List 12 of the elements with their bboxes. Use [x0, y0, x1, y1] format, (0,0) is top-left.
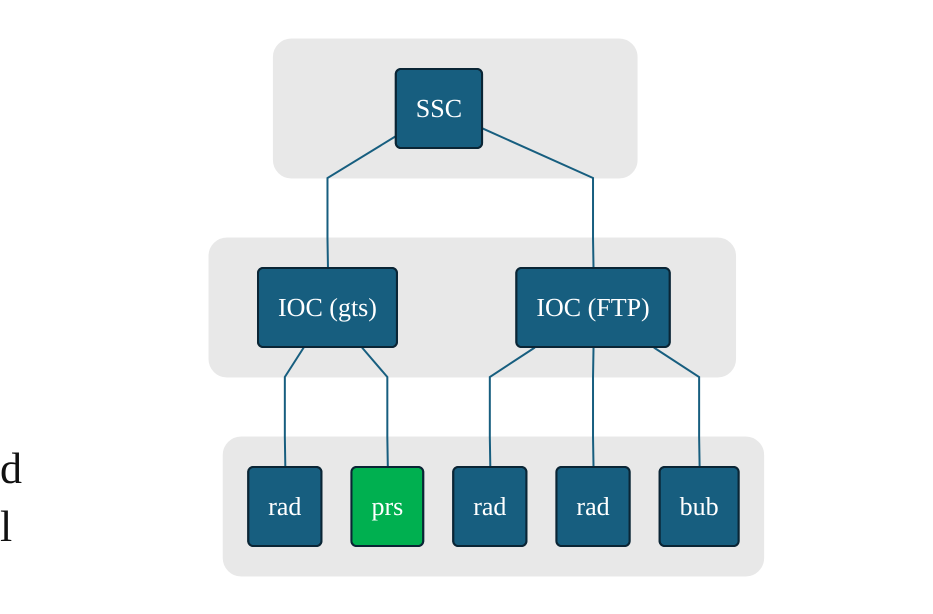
connector: [326, 134, 397, 268]
connector: [592, 346, 595, 468]
connector: [284, 346, 305, 468]
cluster: [208, 237, 736, 377]
connector: [361, 346, 390, 468]
text-fragment: l: [0, 501, 14, 553]
connector: [653, 346, 701, 468]
text-fragment: d: [0, 443, 23, 495]
connector: [489, 346, 536, 468]
cluster: [273, 38, 638, 178]
cluster: [222, 436, 764, 576]
connector: [482, 127, 595, 268]
